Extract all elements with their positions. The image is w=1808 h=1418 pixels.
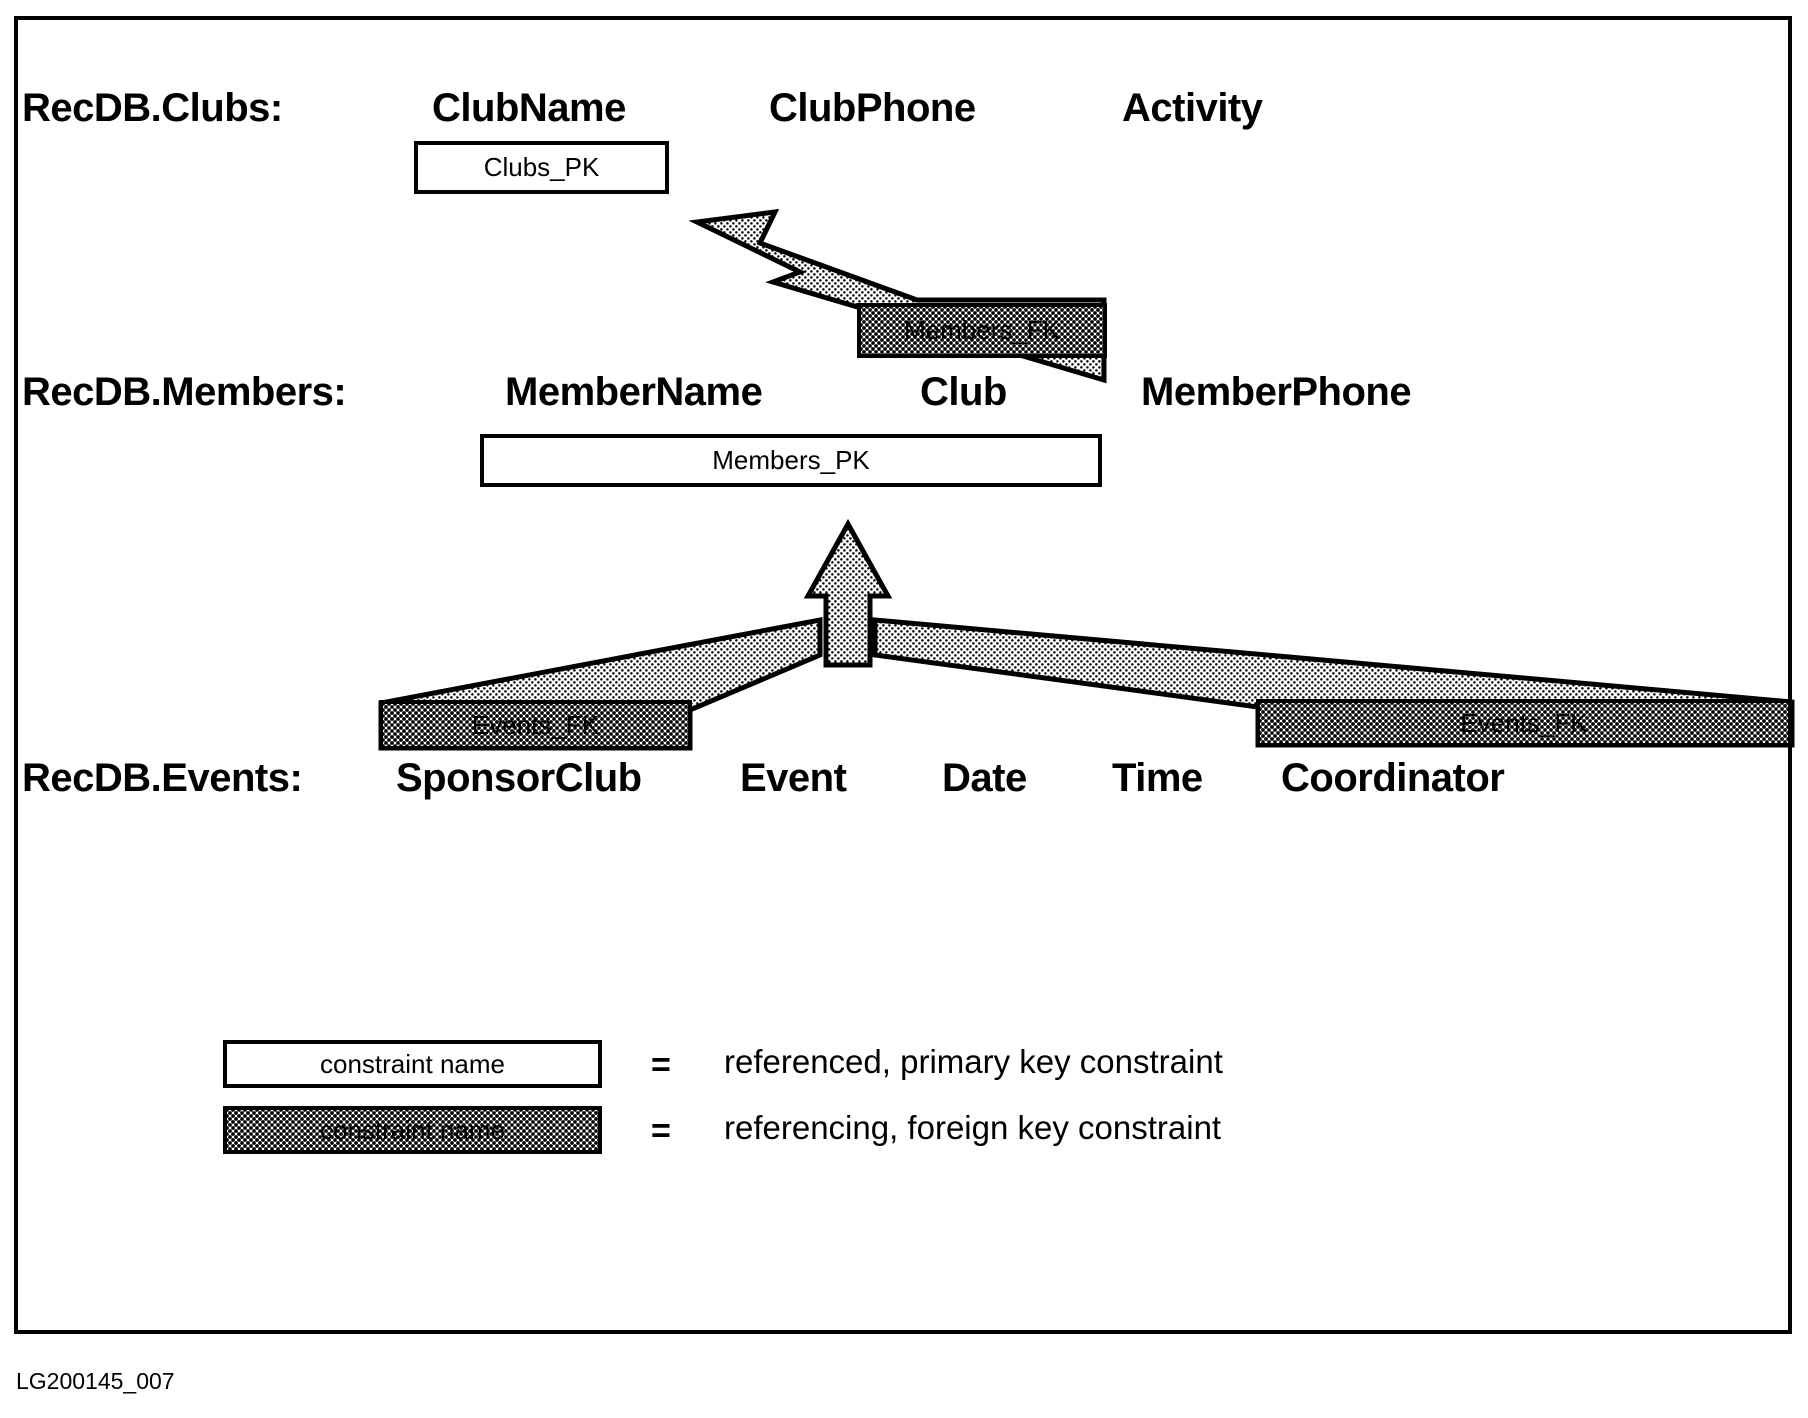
legend-equals-fk: = xyxy=(651,1112,671,1150)
column-activity: Activity xyxy=(1122,86,1263,130)
column-clubphone: ClubPhone xyxy=(769,86,976,130)
constraint-label-events-fk-right: Events_FK xyxy=(1460,707,1588,738)
legend-description-fk: referencing, foreign key constraint xyxy=(724,1109,1222,1146)
legend-swatch-primary-key: constraint name xyxy=(223,1040,602,1088)
column-sponsorclub: SponsorClub xyxy=(396,756,642,800)
legend-swatch-label-fk: constraint name xyxy=(320,1114,505,1145)
table-name-events: RecDB.Events: xyxy=(22,756,303,800)
constraint-label-events-fk-left: Events_FK xyxy=(471,709,600,740)
column-event: Event xyxy=(740,756,847,800)
legend-swatch-label-pk: constraint name xyxy=(320,1048,505,1079)
constraint-box-members-fk[interactable]: Members_FK xyxy=(857,303,1107,358)
table-name-members: RecDB.Members: xyxy=(22,370,347,414)
column-club: Club xyxy=(920,370,1007,414)
table-name-clubs: RecDB.Clubs: xyxy=(22,86,283,130)
column-memberphone: MemberPhone xyxy=(1141,370,1412,414)
constraint-box-events-fk-right[interactable]: Events_FK xyxy=(1256,699,1792,747)
constraint-label-members-pk: Members_PK xyxy=(712,445,870,475)
column-membername: MemberName xyxy=(505,370,763,414)
column-coordinator: Coordinator xyxy=(1281,756,1505,800)
legend-swatch-foreign-key: constraint name xyxy=(223,1106,602,1154)
constraint-box-clubs-pk[interactable]: Clubs_PK xyxy=(414,141,669,194)
column-time: Time xyxy=(1112,756,1203,800)
figure-id-label: LG200145_007 xyxy=(16,1368,175,1394)
column-date: Date xyxy=(942,756,1027,800)
constraint-box-events-fk-left[interactable]: Events_FK xyxy=(379,700,692,750)
legend-description-pk: referenced, primary key constraint xyxy=(724,1043,1223,1080)
legend-equals-pk: = xyxy=(651,1046,671,1084)
constraint-box-members-pk[interactable]: Members_PK xyxy=(480,434,1102,487)
column-clubname: ClubName xyxy=(432,86,626,130)
constraint-label-clubs-pk: Clubs_PK xyxy=(483,152,600,182)
constraint-label-members-fk: Members_FK xyxy=(903,315,1061,345)
